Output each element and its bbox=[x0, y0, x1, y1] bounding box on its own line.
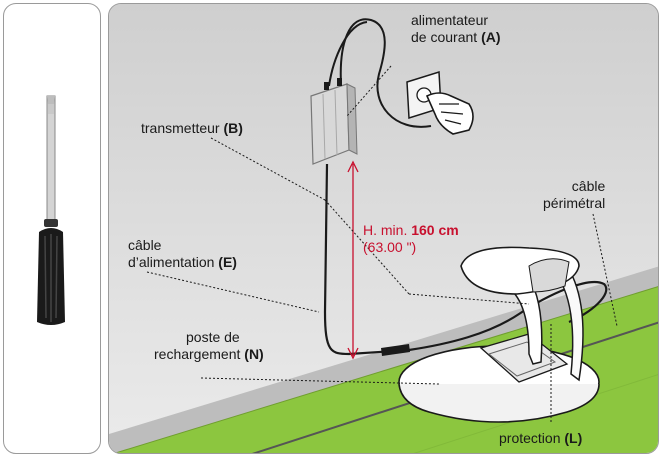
label-power-cable: câble d’alimentation (E) bbox=[128, 237, 237, 270]
tool-panel bbox=[3, 3, 101, 454]
label-power-supply: alimentateur de courant (A) bbox=[411, 12, 501, 45]
screwdriver-icon bbox=[37, 95, 65, 325]
transmitter-box bbox=[310, 78, 358, 165]
label-protection: protection (L) bbox=[499, 430, 583, 446]
label-height-min: H. min. 160 cm (63.00 ") bbox=[363, 222, 459, 255]
cable-connector bbox=[381, 344, 410, 356]
height-arrow bbox=[347, 160, 359, 360]
charging-station bbox=[398, 246, 600, 423]
power-cable bbox=[323, 163, 608, 356]
label-transmitter: transmetteur (B) bbox=[141, 120, 243, 136]
scene-drawing bbox=[109, 4, 658, 453]
installation-scene: alimentateur de courant (A) transmetteur… bbox=[108, 3, 659, 454]
label-charging-station: poste de rechargement (N) bbox=[154, 329, 264, 362]
leader-lines bbox=[146, 65, 618, 422]
label-boundary-wire: câble périmétral bbox=[543, 178, 606, 211]
hand-icon bbox=[425, 92, 474, 135]
